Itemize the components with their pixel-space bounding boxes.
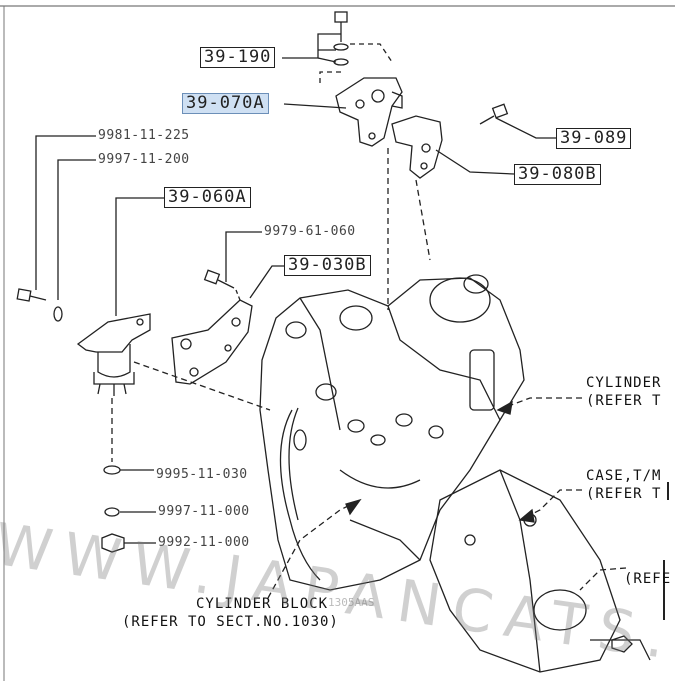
bolt-9981-11-225-shape [16, 288, 47, 302]
ref-third-refer: (REFE [624, 571, 672, 587]
ref-case-refer: (REFER T [586, 486, 662, 502]
figure-tag: 1305AAS [328, 596, 375, 609]
bracket-39-030B-shape [171, 299, 253, 385]
part-number-9979-61-060[interactable]: 9979-61-060 [262, 224, 358, 239]
bolt-39-190-shape [333, 11, 349, 66]
bolt-39-089-shape [479, 103, 509, 125]
ref-cylinder-head-refer: (REFER T [586, 393, 662, 409]
part-label-39-070A[interactable]: 39-070A [182, 93, 269, 114]
part-number-9995-11-030[interactable]: 9995-11-030 [154, 467, 250, 482]
ref-cylinder-block-title: CYLINDER BLOCK [196, 596, 329, 612]
part-number-9992-11-000[interactable]: 9992-11-000 [156, 535, 252, 550]
part-label-39-190[interactable]: 39-190 [200, 47, 276, 68]
ref-cylinder-head-title: CYLINDER [586, 375, 662, 391]
bolt-9979-61-060-shape [203, 269, 235, 289]
part-number-9997-11-000[interactable]: 9997-11-000 [156, 504, 252, 519]
part-number-9997-11-200[interactable]: 9997-11-200 [96, 152, 192, 167]
part-label-39-089[interactable]: 39-089 [556, 128, 632, 149]
part-label-39-060A[interactable]: 39-060A [164, 187, 251, 208]
bracket-39-070A-shape [335, 77, 403, 147]
part-number-9981-11-225[interactable]: 9981-11-225 [96, 128, 192, 143]
ref-case-title: CASE,T/M [586, 468, 662, 484]
mount-39-060A-shape [76, 313, 151, 396]
part-label-39-030B[interactable]: 39-030B [284, 255, 371, 276]
engine-block-shape [259, 274, 525, 591]
bracket-39-080B-shape [391, 115, 443, 179]
ref-cylinder-block-refer: (REFER TO SECT.NO.1030) [122, 614, 339, 630]
part-label-39-080B[interactable]: 39-080B [514, 164, 601, 185]
